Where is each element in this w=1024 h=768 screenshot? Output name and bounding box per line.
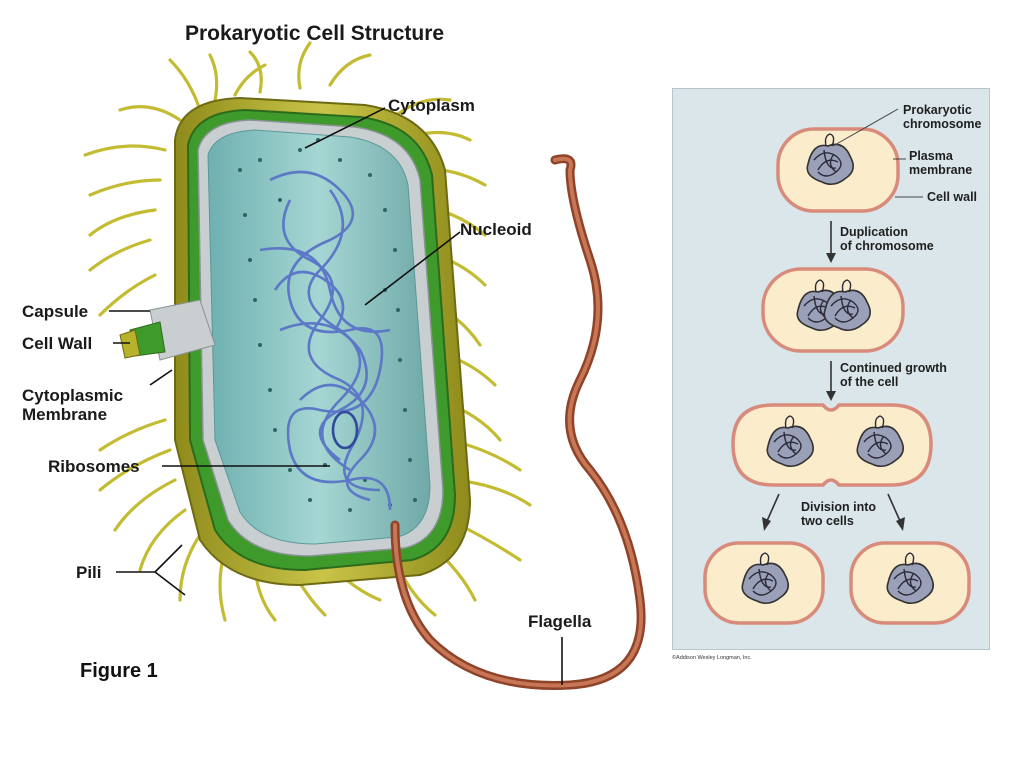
label-nucleoid: Nucleoid [460, 220, 532, 239]
diagram-title: Prokaryotic Cell Structure [185, 22, 445, 45]
figure-label: Figure 1 [80, 660, 158, 682]
label-capsule: Capsule [22, 302, 89, 321]
label-prokaryotic-chromosome: Prokaryotic chromosome [903, 103, 982, 131]
step-continued-growth: Continued growth of the cell [840, 361, 947, 389]
label-pili: Pili [76, 563, 102, 582]
label-cytoplasm: Cytoplasm [388, 96, 475, 115]
label-cell-wall-panel: Cell wall [927, 190, 978, 204]
label-cytoplasmic-membrane: Cytoplasmic Membrane [22, 386, 124, 424]
fission-diagram [703, 108, 971, 625]
binary-fission-panel: Prokaryotic chromosome Plasma membrane C… [672, 88, 990, 650]
label-ribosomes: Ribosomes [48, 457, 140, 476]
step-division: Division into two cells [801, 500, 876, 528]
step-duplication: Duplication of chromosome [840, 225, 934, 253]
copyright-text: ©Addison Wesley Longman, Inc. [672, 655, 752, 661]
ribosome-dots [238, 138, 417, 512]
label-cell-wall: Cell Wall [22, 334, 93, 353]
label-plasma-membrane: Plasma membrane [909, 149, 973, 177]
nucleoid-dna [259, 170, 392, 511]
label-flagella: Flagella [528, 612, 592, 631]
leader-lines [109, 107, 563, 685]
